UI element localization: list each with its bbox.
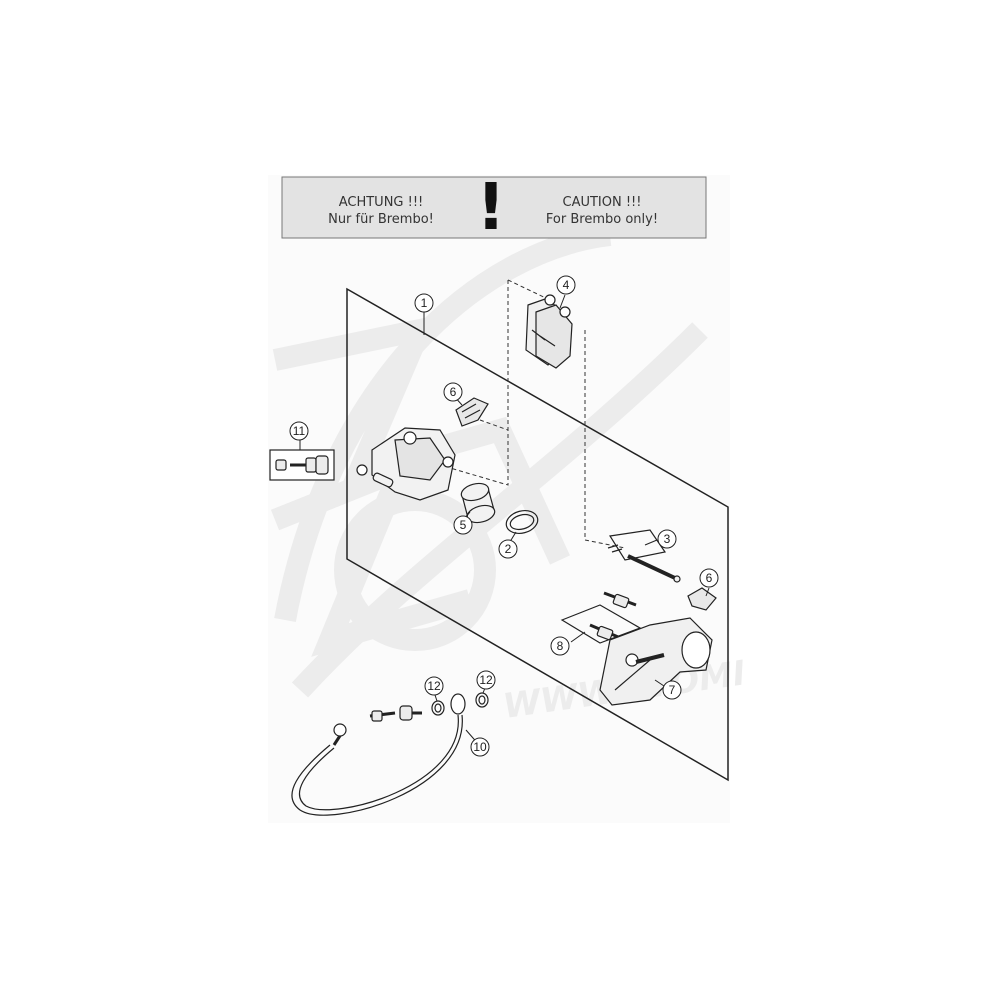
callout-number: 5 — [460, 518, 467, 532]
callout-circle — [443, 382, 463, 402]
pad-spring-upper — [455, 397, 489, 427]
warning-en-title: CAUTION !!! — [563, 195, 642, 210]
callout-number: 7 — [669, 683, 676, 697]
seal-ring — [505, 509, 539, 535]
callout-circle — [476, 670, 496, 690]
callout-circle — [289, 421, 309, 441]
callout-circle — [470, 737, 490, 757]
callout-number: 3 — [664, 532, 671, 546]
callout-number: 6 — [706, 571, 713, 585]
callout-circle — [662, 680, 682, 700]
callout-number: 8 — [557, 639, 564, 653]
warning-en-text: For Brembo only! — [546, 212, 658, 227]
callout-number: 6 — [450, 385, 457, 399]
callout-number: 11 — [293, 424, 306, 438]
exclamation-icon: ! — [476, 171, 505, 245]
callout-number: 10 — [473, 740, 487, 754]
brake-hose — [291, 693, 466, 816]
brake-pads — [525, 294, 573, 369]
warning-de-title: ACHTUNG !!! — [339, 195, 424, 210]
piston — [460, 482, 496, 524]
callout-circle — [453, 515, 473, 535]
bleeder-kit — [269, 449, 335, 481]
callout-circle — [550, 636, 570, 656]
callout-circle — [498, 539, 518, 559]
brake-caliper — [356, 427, 456, 501]
warning-banner: ACHTUNG !!! Nur für Brembo! ! CAUTION !!… — [281, 171, 707, 245]
callout-circle — [424, 676, 444, 696]
warning-de-text: Nur für Brembo! — [328, 212, 434, 227]
callout-circle — [556, 275, 576, 295]
callout-number: 12 — [427, 679, 441, 693]
guide-lines — [439, 279, 626, 549]
callout-number: 1 — [421, 296, 428, 310]
callout-circle — [699, 568, 719, 588]
sealing-washers — [431, 692, 489, 716]
caliper-bracket — [599, 617, 713, 706]
callout-circle — [657, 529, 677, 549]
callout-number: 12 — [479, 673, 493, 687]
callout-number: 2 — [505, 542, 512, 556]
callout-number: 4 — [563, 278, 570, 292]
guide-pin — [607, 529, 681, 583]
assembly-outline — [346, 287, 729, 782]
callout-circle — [414, 293, 434, 313]
pad-spring-lower — [687, 587, 717, 611]
